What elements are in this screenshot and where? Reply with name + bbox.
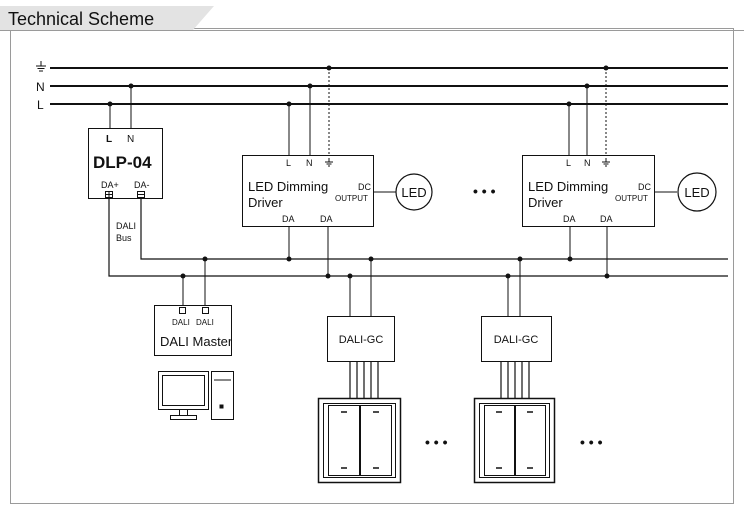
driver-1-da-right: DA xyxy=(320,214,333,224)
driver-2-box xyxy=(522,155,655,227)
title-tab xyxy=(0,6,214,30)
driver-1-terminal-l: L xyxy=(286,158,291,168)
dlp-04-module: L N DLP-04 DA+ DA- DALI Bus xyxy=(88,83,163,243)
driver-1-terminal-n: N xyxy=(306,158,313,168)
page-title: Technical Scheme xyxy=(8,9,154,29)
led-2-label: LED xyxy=(684,185,709,200)
dlp-04-box xyxy=(88,128,163,199)
driver-2-dc: DC xyxy=(638,182,651,192)
driver-2-terminal-l: L xyxy=(566,158,571,168)
driver-1-dc: DC xyxy=(358,182,371,192)
dali-master-label: DALI Master xyxy=(160,334,233,349)
driver-2-da-right: DA xyxy=(600,214,613,224)
dali-master-port-1-icon xyxy=(179,307,186,314)
driver-2-name-line2: Driver xyxy=(528,195,563,210)
driver-2-da-left: DA xyxy=(563,214,576,224)
bus-labels: N L xyxy=(36,61,46,112)
drivers-ellipsis: • • • xyxy=(473,183,496,199)
driver-1-box xyxy=(242,155,374,227)
dali-master: DALI DALI DALI Master xyxy=(154,256,233,356)
dali-gc-2: DALI-GC xyxy=(473,256,556,484)
led-1-label: LED xyxy=(401,185,426,200)
dali-gc-2-box xyxy=(481,316,552,362)
led-2-circle xyxy=(677,172,717,212)
driver-1-name-line1: LED Dimming xyxy=(248,179,328,194)
dali-master-port-1-label: DALI xyxy=(172,318,190,327)
switch-1-rocker-left xyxy=(328,405,360,476)
dali-master-box xyxy=(154,305,232,356)
driver-1-da-left: DA xyxy=(282,214,295,224)
dali-bus-line-lower xyxy=(108,198,728,277)
switch-2-rocker-right xyxy=(515,405,546,476)
driver-1-output: OUTPUT xyxy=(335,194,368,203)
dlp-name: DLP-04 xyxy=(93,153,152,172)
led-driver-1: L N LED Dimming Driver DC OUTPUT DA DA L… xyxy=(242,65,433,279)
dali-bus xyxy=(108,198,728,277)
driver-2-name-line1: LED Dimming xyxy=(528,179,608,194)
dali-gc-1: DALI-GC xyxy=(317,256,402,484)
pc-tower-icon xyxy=(211,371,234,420)
dali-gc-1-box xyxy=(327,316,395,362)
dali-bus-line-upper xyxy=(140,198,728,260)
dali-master-port-2-icon xyxy=(202,307,209,314)
switch-1-rocker-right xyxy=(360,405,392,476)
computer-icon xyxy=(158,371,234,420)
driver-2-output: OUTPUT xyxy=(615,194,648,203)
earth-symbol-icon xyxy=(36,61,46,72)
dali-bus-label-line2: Bus xyxy=(116,233,132,243)
switch-2-rocker-left xyxy=(484,405,515,476)
dali-gc-2-label: DALI-GC xyxy=(494,334,539,346)
dali-gc-1-label: DALI-GC xyxy=(339,334,384,346)
led-driver-2: L N LED Dimming Driver DC OUTPUT DA DA L… xyxy=(522,65,717,279)
main-bus xyxy=(50,67,728,105)
dlp-terminal-l: L xyxy=(106,134,112,145)
monitor-screen-icon xyxy=(162,375,205,406)
live-label: L xyxy=(37,98,44,112)
dlp-terminal-da-plus: DA+ xyxy=(101,180,119,190)
switches-ellipsis-2: • • • xyxy=(580,434,603,450)
switches-ellipsis-1: • • • xyxy=(425,434,448,450)
neutral-label: N xyxy=(36,80,45,94)
driver-1-name-line2: Driver xyxy=(248,195,283,210)
led-1-circle xyxy=(395,173,433,211)
dlp-terminal-da-minus: DA- xyxy=(134,180,150,190)
dali-bus-label-line1: DALI xyxy=(116,221,136,231)
driver-1-earth-icon xyxy=(325,158,333,167)
driver-2-earth-icon xyxy=(602,158,610,167)
dali-master-port-2-label: DALI xyxy=(196,318,214,327)
driver-2-terminal-n: N xyxy=(584,158,591,168)
dlp-terminal-n: N xyxy=(127,134,134,145)
